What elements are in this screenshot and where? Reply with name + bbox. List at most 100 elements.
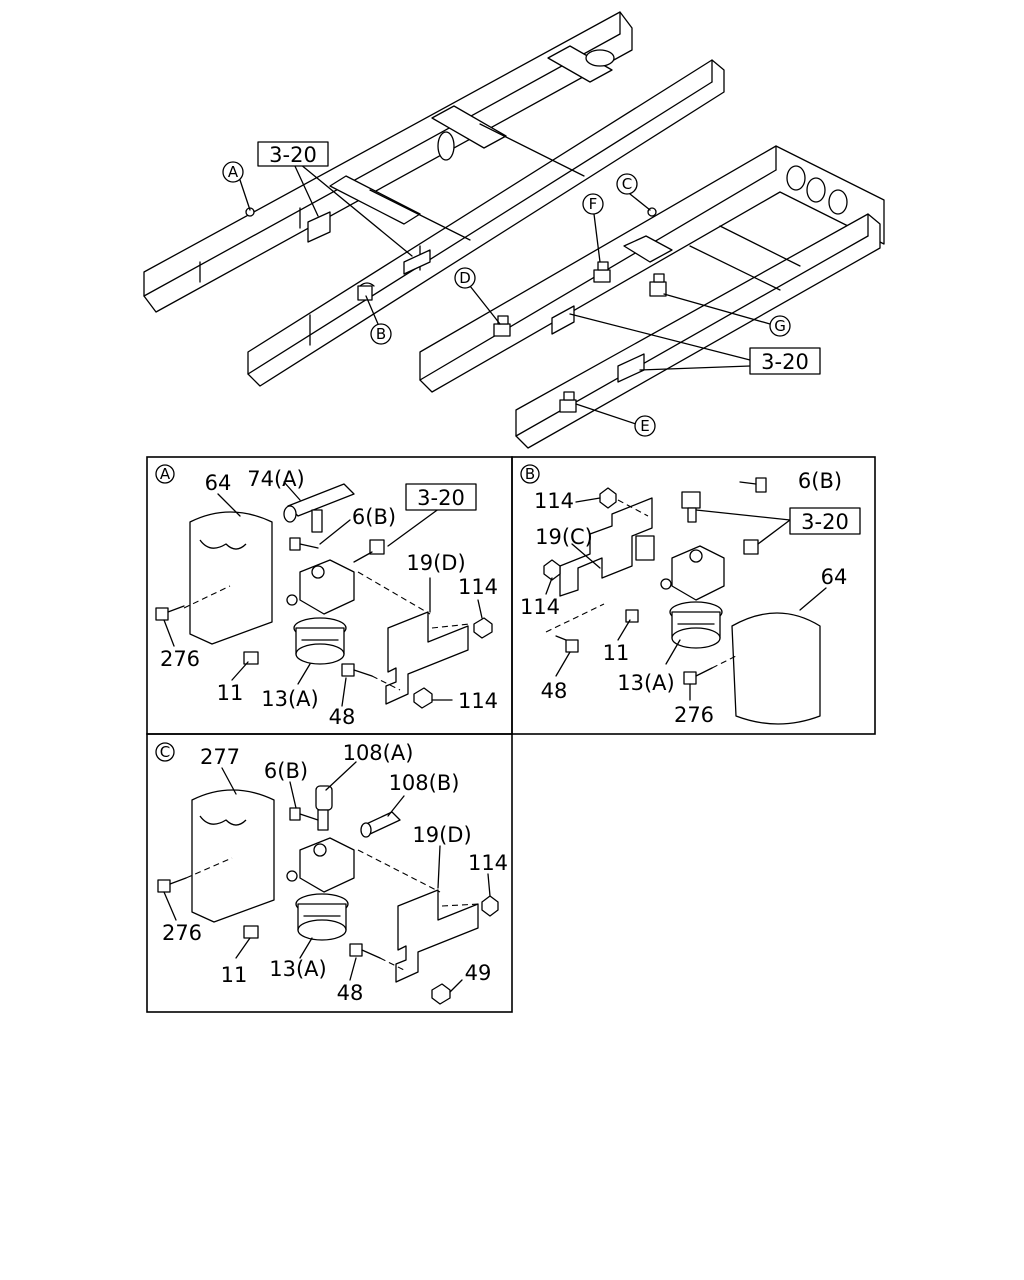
chassis-overview: A B C D E F G 3-20 <box>143 11 885 449</box>
left-side-rail <box>143 11 633 313</box>
svg-text:3-20: 3-20 <box>801 510 849 534</box>
label-49: 49 <box>465 961 492 985</box>
label-114-left: 114 <box>520 595 560 619</box>
right-crossmembers <box>623 225 801 291</box>
label-64: 64 <box>821 565 848 589</box>
assembly-line <box>441 903 481 907</box>
plug-11-a <box>243 651 259 665</box>
heat-shield-64 <box>189 511 273 645</box>
heat-shield-277 <box>191 789 275 923</box>
heat-shield-64-b <box>731 612 821 725</box>
plug-11-b <box>625 609 639 623</box>
label-276: 276 <box>674 703 714 727</box>
svg-text:3-20: 3-20 <box>269 143 317 167</box>
nut-114-upper-a <box>473 617 493 639</box>
filter-location-d <box>493 315 511 337</box>
label-277: 277 <box>200 745 240 769</box>
frame-brackets <box>307 211 645 383</box>
ref-box-top: 3-20 <box>257 141 329 167</box>
plug-11-c <box>243 925 259 939</box>
label-108a: 108(A) <box>343 741 414 765</box>
nut-114-left-b <box>543 559 561 581</box>
bolt-276-c <box>157 877 187 893</box>
callout-c: C <box>616 173 638 195</box>
connector-b <box>743 539 759 555</box>
fitting-108a <box>315 785 333 831</box>
left-crossmembers <box>329 45 615 241</box>
bracket-19d-a <box>385 611 469 705</box>
label-6b: 6(B) <box>798 469 842 493</box>
filter-head-b <box>660 545 725 601</box>
panel-a-tag: A <box>155 464 175 484</box>
svg-text:G: G <box>774 317 786 335</box>
detail-panel-frames <box>146 456 876 1013</box>
label-114-upper: 114 <box>458 575 498 599</box>
assembly-line <box>545 603 605 633</box>
label-114-lower: 114 <box>458 689 498 713</box>
filter-location-g <box>649 273 667 297</box>
label-19d: 19(D) <box>406 551 465 575</box>
assembly-line <box>183 585 231 609</box>
assembly-line <box>357 571 431 615</box>
bolt-48-c <box>349 943 381 959</box>
svg-text:C: C <box>622 175 632 193</box>
panel-c-leaders <box>163 761 491 993</box>
bolt-6b-a <box>289 537 319 551</box>
label-11: 11 <box>217 681 244 705</box>
panel-c-tag: C <box>155 742 175 762</box>
bracket-19d-c <box>395 889 479 983</box>
fitting-74a <box>283 483 355 533</box>
svg-text:3-20: 3-20 <box>761 350 809 374</box>
label-108b: 108(B) <box>389 771 460 795</box>
svg-text:D: D <box>459 269 471 287</box>
filter-bowl-c <box>295 893 349 941</box>
label-11: 11 <box>603 641 630 665</box>
right-inner-rail <box>515 213 881 449</box>
svg-text:C: C <box>160 743 170 761</box>
label-6b: 6(B) <box>352 505 396 529</box>
panel-b-leaders <box>545 497 827 701</box>
filter-bowl-a <box>293 617 347 665</box>
filter-location-e <box>559 391 577 413</box>
filter-bowl-b <box>669 601 723 649</box>
right-side-rail <box>419 145 885 393</box>
callout-b: B <box>370 323 392 345</box>
bolt-48-b <box>555 635 579 653</box>
panel-a: A <box>155 464 498 729</box>
callout-a: A <box>222 161 244 183</box>
elbow-fitting-b <box>681 491 701 523</box>
assembly-line <box>379 957 405 971</box>
assembly-line <box>711 655 737 669</box>
panel-b-tag: B <box>520 464 540 484</box>
label-64: 64 <box>205 471 232 495</box>
filter-head-c <box>286 837 355 893</box>
svg-text:F: F <box>589 195 598 213</box>
panel-a-ref-box: 3-20 <box>405 483 477 511</box>
svg-text:A: A <box>228 163 239 181</box>
fitting-108b <box>360 811 401 838</box>
label-114: 114 <box>468 851 508 875</box>
filter-location-b <box>357 282 375 301</box>
label-74a: 74(A) <box>247 467 304 491</box>
overview-leaders <box>239 163 771 425</box>
assembly-line <box>371 675 401 691</box>
label-48: 48 <box>541 679 568 703</box>
panel-c: C <box>155 741 508 1005</box>
label-13a: 13(A) <box>617 671 674 695</box>
callout-g: G <box>769 315 791 337</box>
nut-49-c <box>431 983 451 1005</box>
label-13a: 13(A) <box>261 687 318 711</box>
bolt-6b-c <box>289 807 319 821</box>
bolt-48-a <box>341 663 373 677</box>
nut-114-c <box>481 895 499 917</box>
connector-a <box>353 539 385 563</box>
ref-box-right: 3-20 <box>749 347 821 375</box>
label-19c: 19(C) <box>535 525 593 549</box>
label-13a: 13(A) <box>269 957 326 981</box>
nut-114-top-b <box>599 487 617 509</box>
bracket-19c-b <box>559 497 653 597</box>
label-276: 276 <box>160 647 200 671</box>
assembly-line <box>185 857 233 879</box>
assembly-line <box>431 623 471 629</box>
